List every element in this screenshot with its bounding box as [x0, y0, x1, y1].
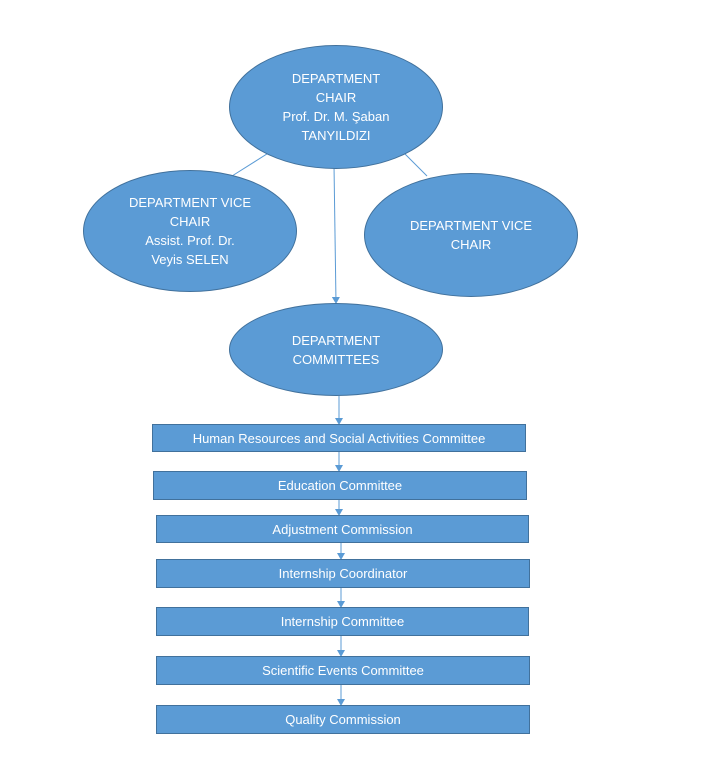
committee-box-quality: Quality Commission	[156, 705, 530, 734]
chair-line-1: DEPARTMENT	[291, 71, 381, 86]
vice-chair-right-line-1: DEPARTMENT VICE	[409, 218, 533, 233]
chair-line-2: CHAIR	[315, 90, 357, 105]
committee-box-education: Education Committee	[153, 471, 527, 500]
vice-chair-left-node: DEPARTMENT VICE CHAIR Assist. Prof. Dr. …	[83, 170, 297, 292]
department-chair-node: DEPARTMENT CHAIR Prof. Dr. M. Şaban TANY…	[229, 45, 443, 169]
chair-line-4: TANYILDIZI	[301, 128, 371, 143]
connector-chair-to-left-vice	[231, 151, 271, 177]
committee-box-internship: Internship Committee	[156, 607, 529, 636]
committees-node-line-2: COMMITTEES	[292, 351, 380, 367]
vice-chair-right-node: DEPARTMENT VICE CHAIR	[364, 173, 578, 297]
committee-box-internship-coordinator: Internship Coordinator	[156, 559, 530, 588]
connector-chair-to-committees	[331, 164, 340, 304]
chair-line-3: Prof. Dr. M. Şaban	[282, 109, 390, 124]
committee-label: Scientific Events Committee	[262, 663, 424, 678]
committee-box-adjustment: Adjustment Commission	[156, 515, 529, 543]
vice-chair-left-line-2: CHAIR	[169, 214, 211, 229]
vice-chair-right-line-2: CHAIR	[450, 237, 492, 252]
vice-chair-left-line-1: DEPARTMENT VICE	[128, 195, 252, 210]
department-committees-node: DEPARTMENT COMMITTEES	[229, 303, 443, 396]
committee-label: Internship Coordinator	[278, 566, 408, 581]
committee-label: Internship Committee	[280, 614, 405, 629]
vice-chair-left-line-3: Assist. Prof. Dr.	[145, 233, 235, 248]
committee-label: Quality Commission	[285, 712, 401, 727]
committee-box-hr-social: Human Resources and Social Activities Co…	[152, 424, 526, 452]
committee-label: Adjustment Commission	[272, 521, 413, 537]
vice-chair-left-line-4: Veyis SELEN	[151, 252, 229, 267]
committee-label: Human Resources and Social Activities Co…	[192, 430, 486, 446]
committee-label: Education Committee	[277, 478, 403, 493]
committee-box-scientific-events: Scientific Events Committee	[156, 656, 530, 685]
committees-node-line-1: DEPARTMENT	[291, 332, 381, 348]
connector-chair-to-right-vice	[402, 151, 428, 177]
